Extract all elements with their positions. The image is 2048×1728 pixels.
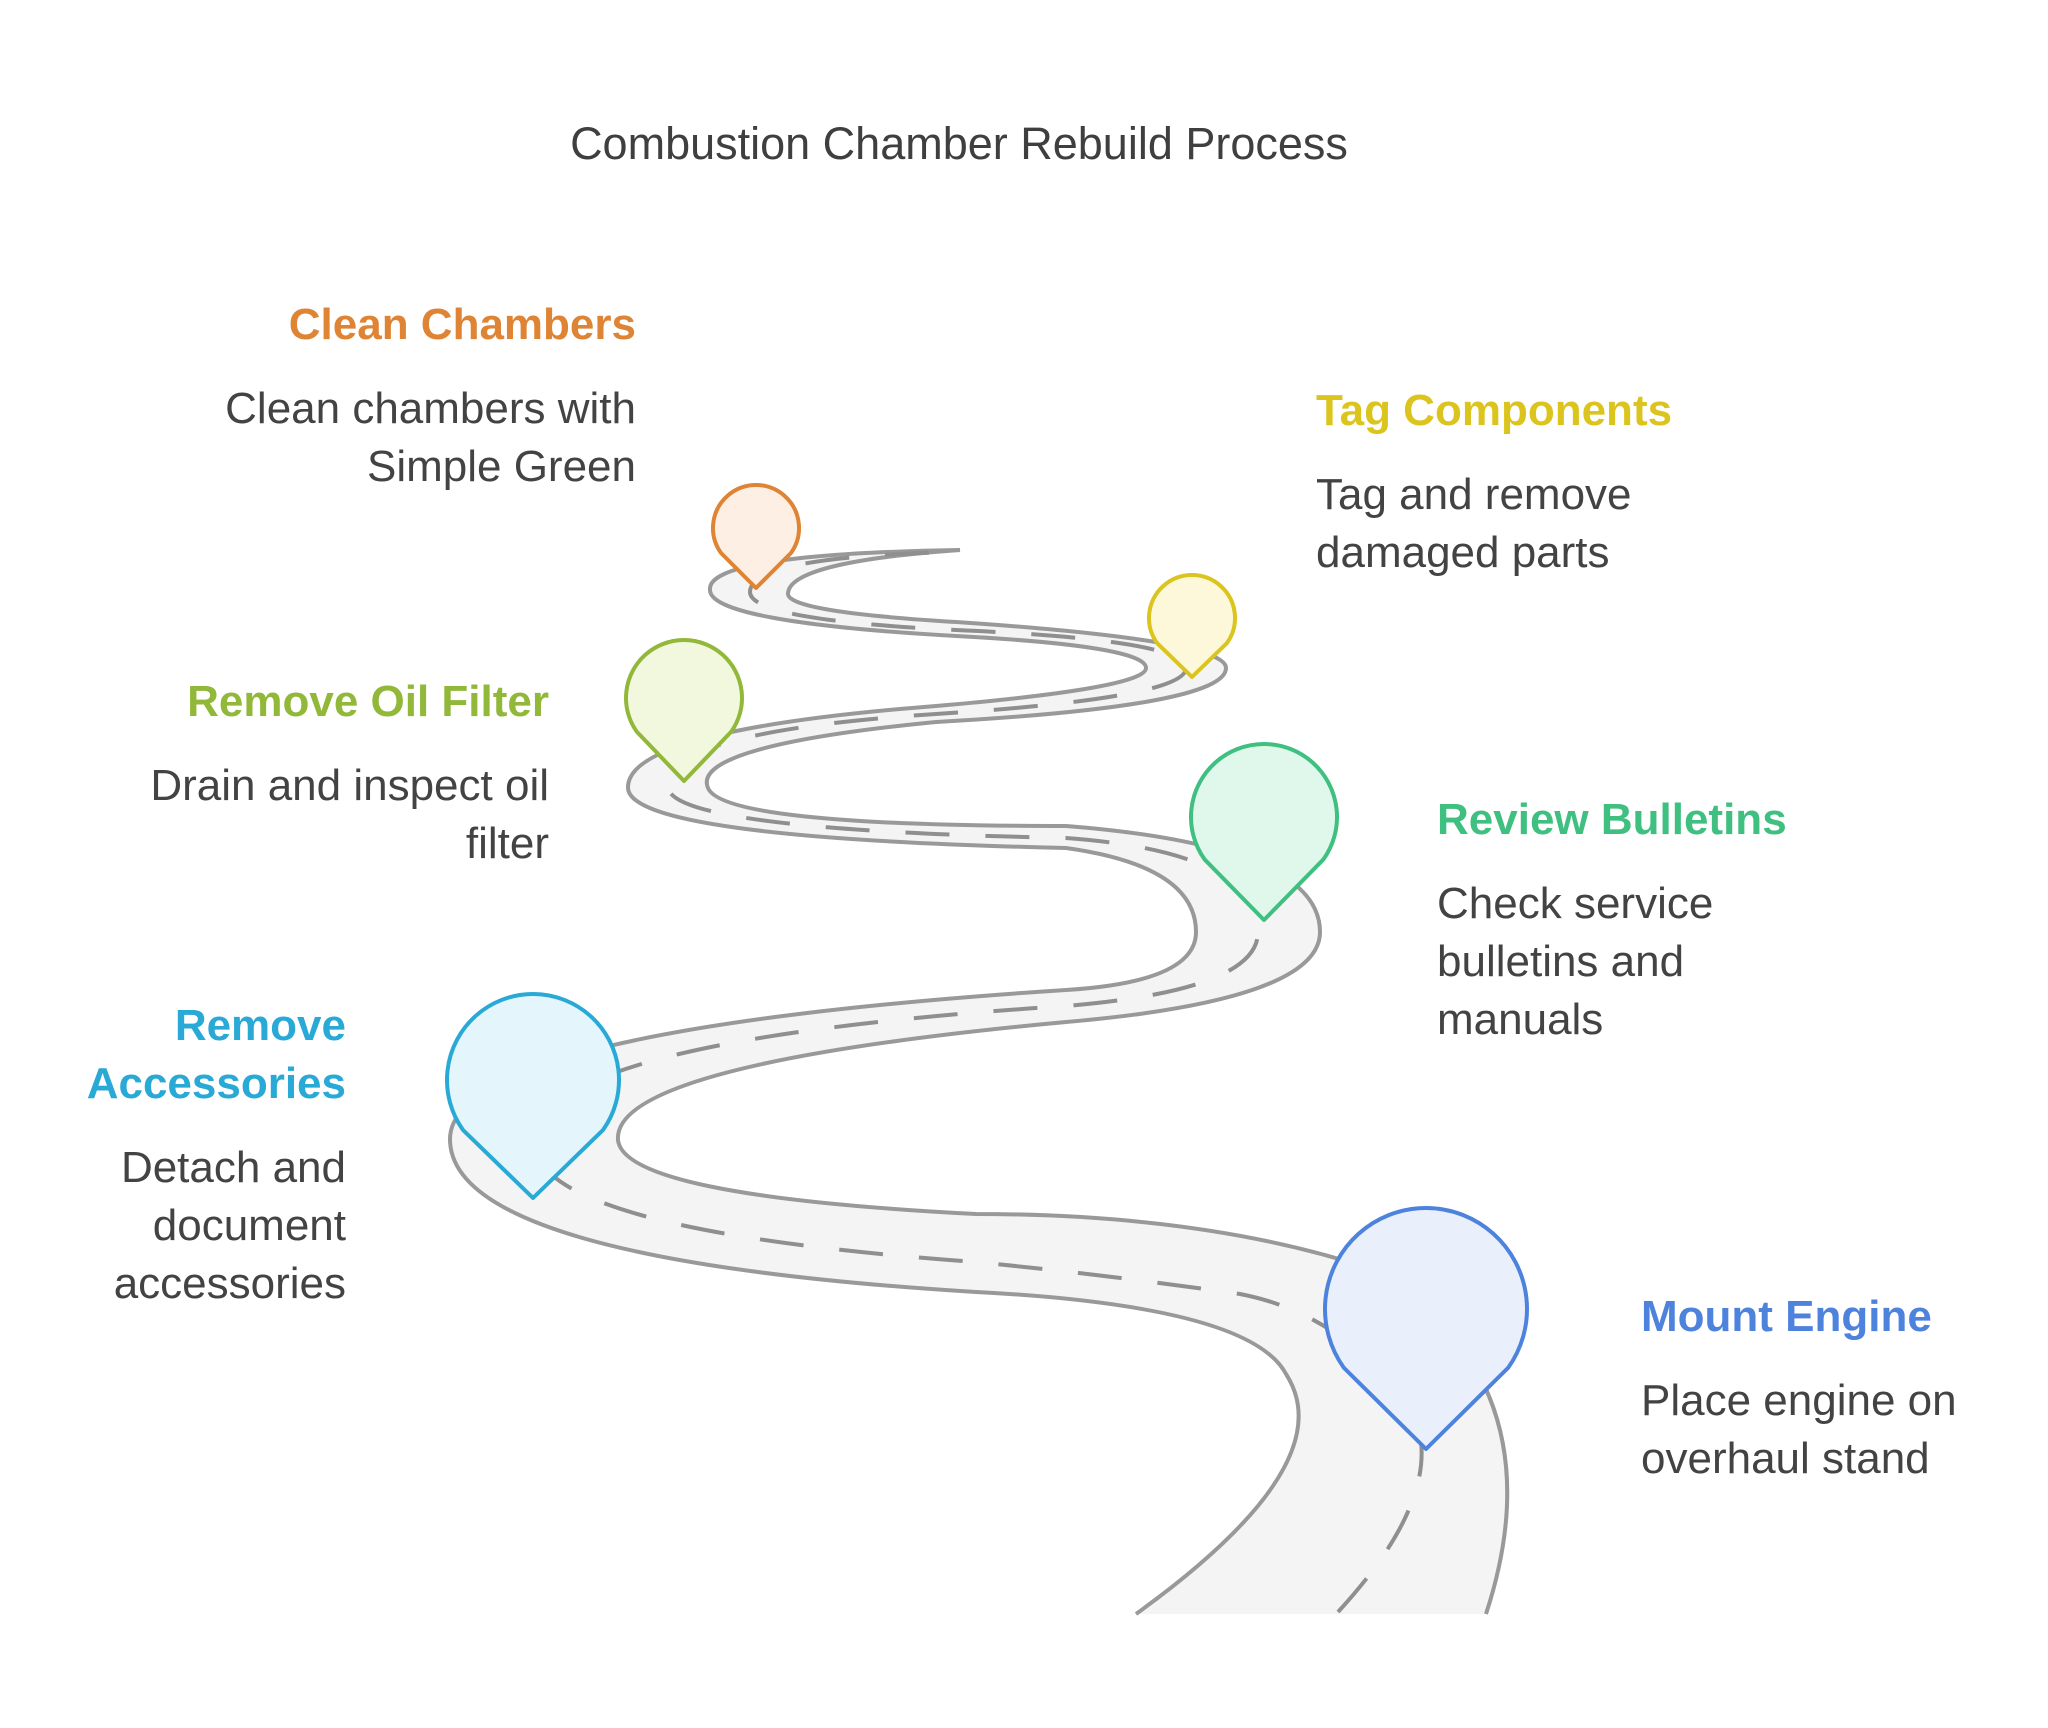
description-line: Clean chambers with — [225, 384, 636, 433]
description-line: bulletins and — [1437, 937, 1685, 986]
step-description: Drain and inspect oil filter — [150, 757, 549, 873]
step-heading: Remove Accessories — [87, 997, 346, 1113]
marker-remove-accessories — [445, 992, 621, 1200]
description-line: damaged parts — [1316, 528, 1610, 577]
step-heading: Clean Chambers — [288, 300, 636, 349]
step-heading: Tag Components — [1316, 386, 1673, 435]
description-line: Check service — [1437, 879, 1714, 928]
map-pin-icon — [711, 483, 801, 590]
description-line: Simple Green — [366, 442, 636, 491]
step-review-bulletins: Review Bulletins Check service bulletins… — [1437, 791, 1787, 1049]
step-heading: Remove Oil Filter — [187, 677, 549, 726]
description-line: manuals — [1437, 995, 1604, 1044]
step-description: Detach and document accessories — [87, 1139, 346, 1313]
road-surface — [449, 550, 1508, 1614]
road-edge-inner — [447, 548, 1301, 1616]
diagram-title: Combustion Chamber Rebuild Process — [570, 118, 1348, 169]
map-pin-icon — [445, 992, 621, 1200]
step-remove-accessories: Remove Accessories Detach and document a… — [87, 997, 346, 1313]
map-pin-icon — [624, 638, 744, 783]
marker-mount-engine — [1323, 1206, 1529, 1451]
step-heading: Review Bulletins — [1437, 795, 1787, 844]
step-heading: Mount Engine — [1641, 1292, 1932, 1341]
marker-tag-components — [1147, 573, 1237, 679]
step-mount-engine: Mount Engine Place engine on overhaul st… — [1641, 1288, 1957, 1488]
map-pin-icon — [1147, 573, 1237, 679]
step-description: Check service bulletins and manuals — [1437, 875, 1787, 1049]
heading-line: Accessories — [86, 1059, 346, 1108]
description-line: filter — [465, 819, 549, 868]
description-line: accessories — [113, 1259, 346, 1308]
marker-remove-oil-filter — [624, 638, 744, 783]
step-description: Clean chambers with Simple Green — [225, 380, 636, 496]
heading-line: Remove — [174, 1001, 346, 1050]
step-tag-components: Tag Components Tag and remove damaged pa… — [1316, 382, 1672, 582]
step-clean-chambers: Clean Chambers Clean chambers with Simpl… — [225, 296, 636, 496]
description-line: Drain and inspect oil — [150, 761, 549, 810]
description-line: Tag and remove — [1316, 470, 1632, 519]
map-pin-icon — [1189, 742, 1339, 922]
description-line: Place engine on — [1641, 1376, 1957, 1425]
map-pin-icon — [1323, 1206, 1529, 1451]
description-line: document — [152, 1201, 346, 1250]
step-description: Place engine on overhaul stand — [1641, 1372, 1957, 1488]
description-line: Detach and — [120, 1143, 346, 1192]
step-description: Tag and remove damaged parts — [1316, 466, 1672, 582]
step-remove-oil-filter: Remove Oil Filter Drain and inspect oil … — [150, 673, 549, 873]
marker-review-bulletins — [1189, 742, 1339, 922]
description-line: overhaul stand — [1641, 1434, 1930, 1483]
marker-clean-chambers — [711, 483, 801, 590]
